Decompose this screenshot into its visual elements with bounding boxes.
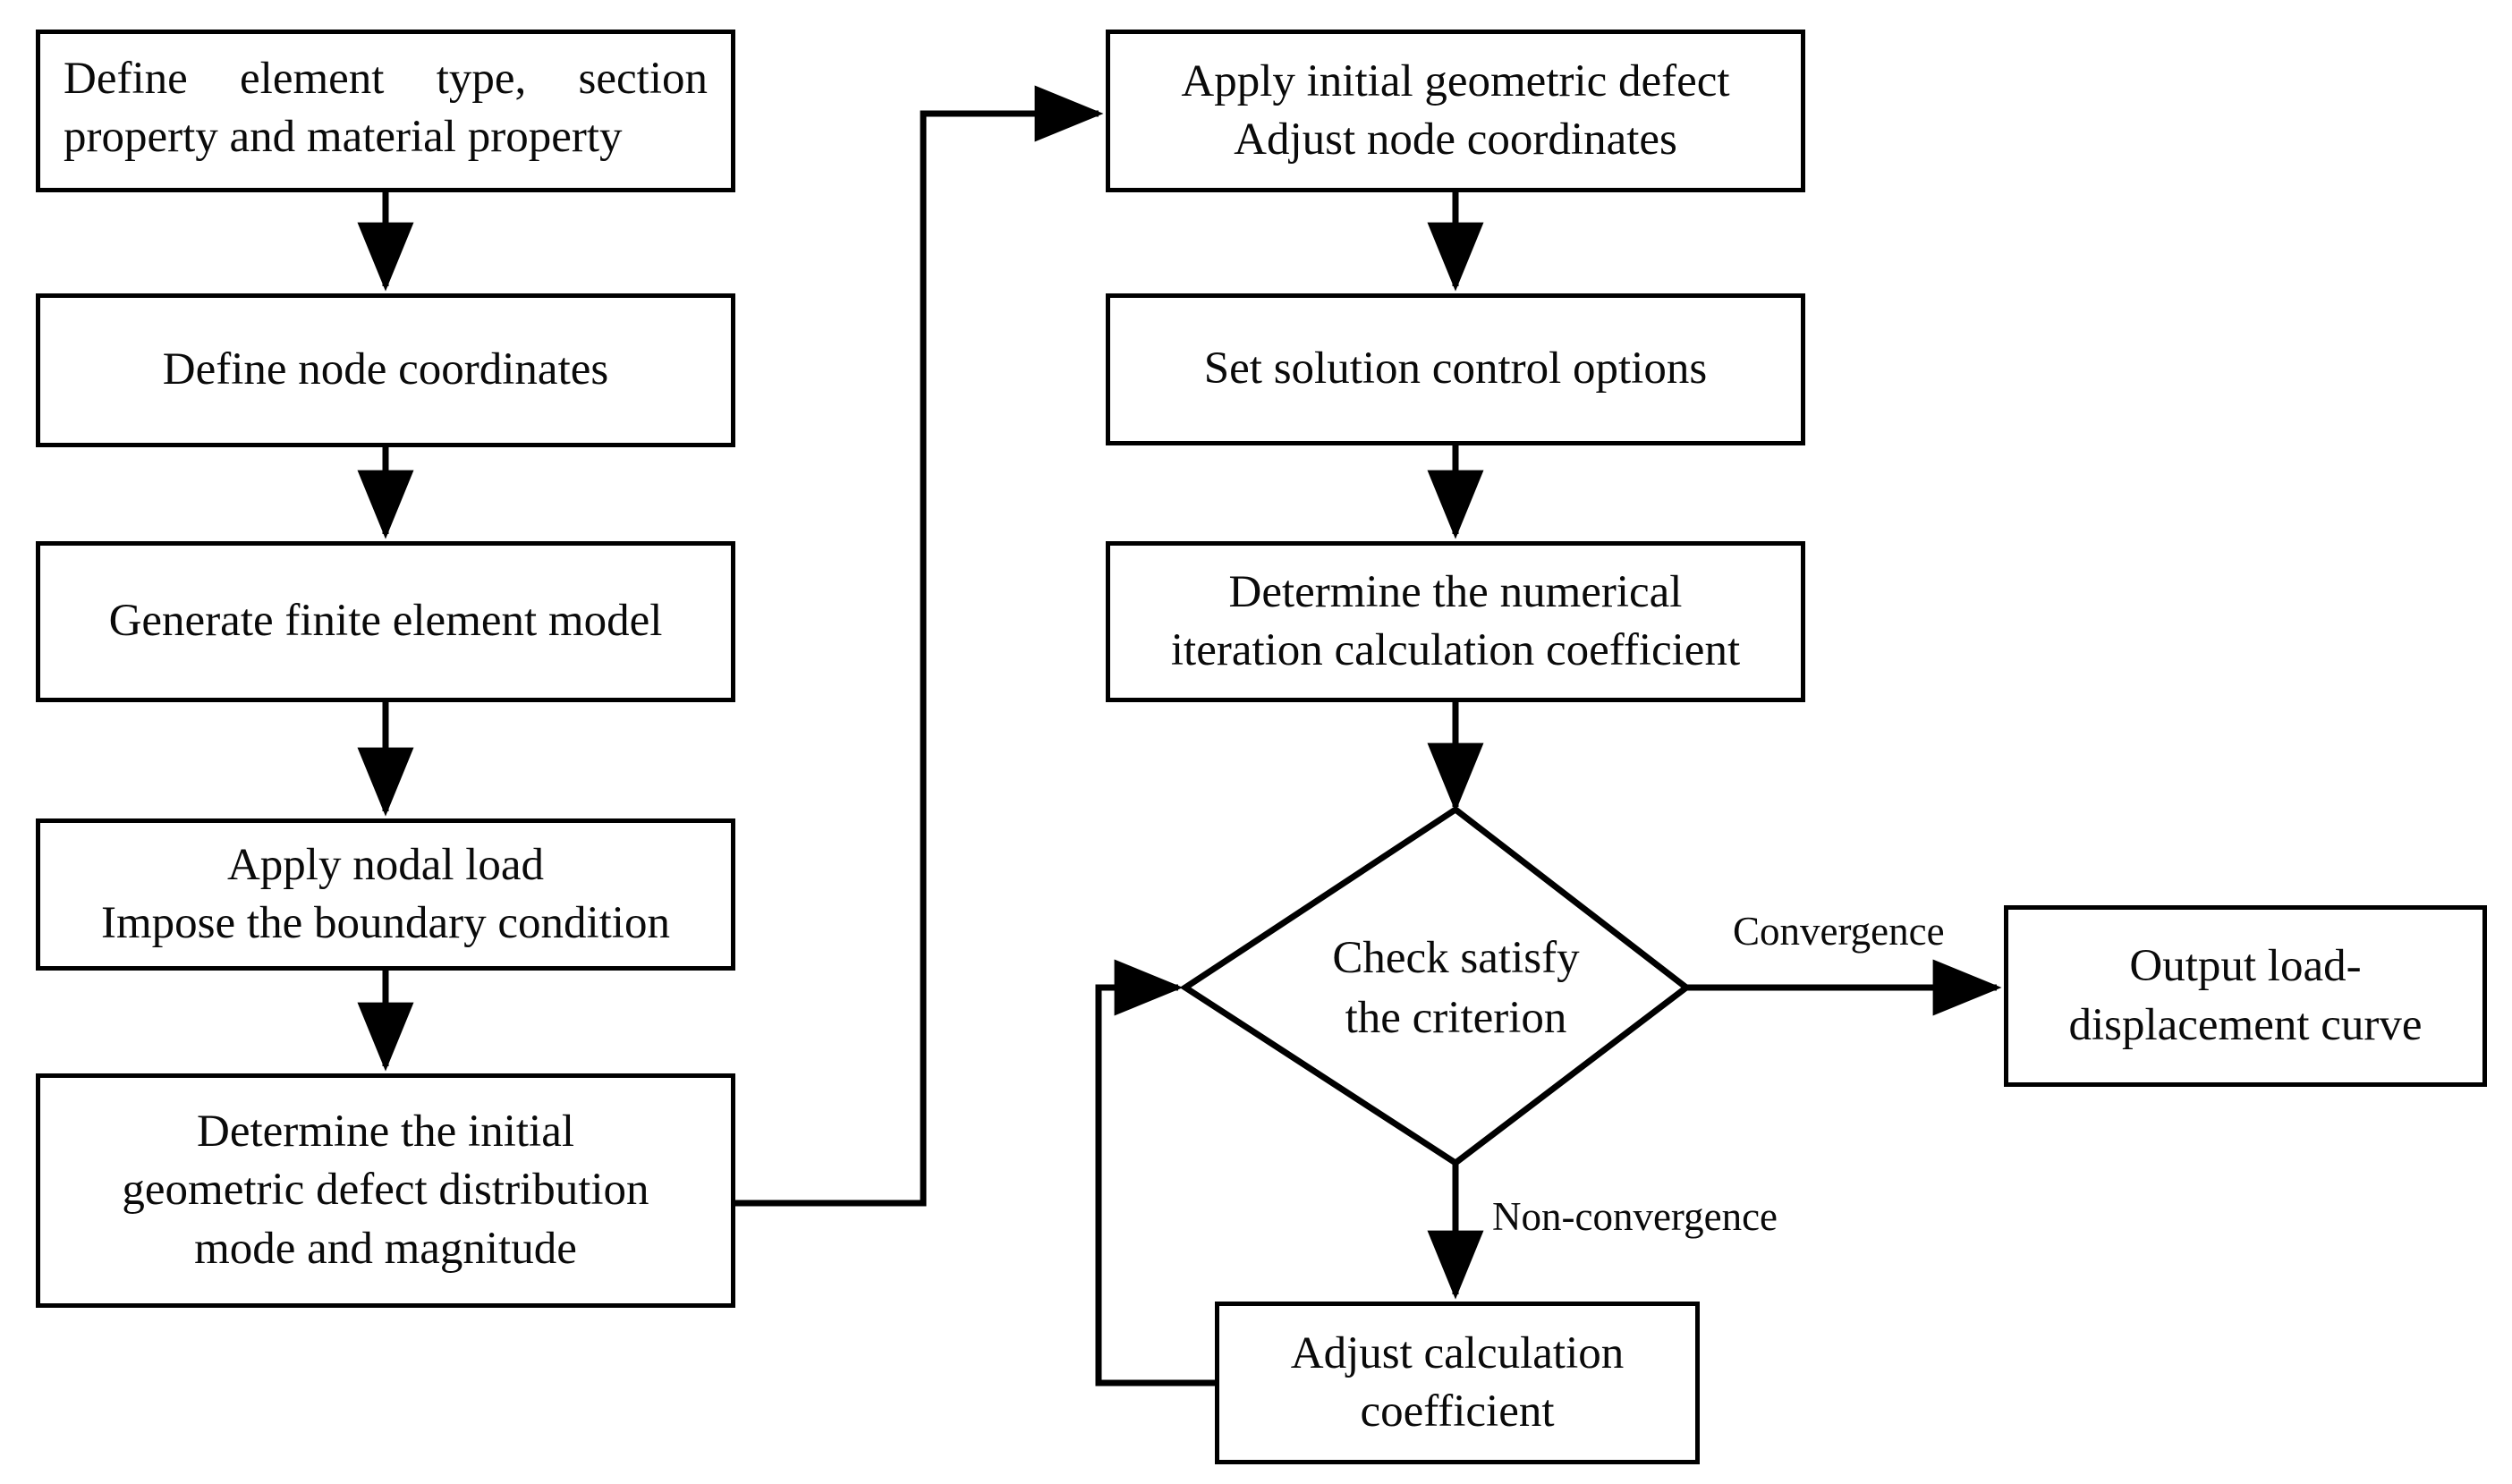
node-generate-fe-model[interactable]: Generate finite element model bbox=[36, 541, 735, 702]
connector-adjust-loopback-to-check bbox=[1095, 959, 1215, 1386]
node-determine-initial-defect-line2: geometric defect distribution bbox=[122, 1165, 649, 1216]
node-determine-numerical-coefficient-line2: iteration calculation coefficient bbox=[1170, 625, 1741, 675]
node-check-criterion-line1: Check satisfy bbox=[1332, 932, 1580, 983]
edge-label-non-convergence: Non-convergence bbox=[1492, 1194, 1778, 1239]
node-generate-fe-model-line1: Generate finite element model bbox=[108, 596, 663, 647]
node-define-node-coordinates-line1: Define node coordinates bbox=[162, 344, 609, 395]
node-apply-nodal-load-line1: Apply nodal load bbox=[226, 839, 545, 890]
node-adjust-calculation-coefficient-line1: Adjust calculation bbox=[1290, 1327, 1625, 1378]
edge-label-convergence: Convergence bbox=[1733, 909, 1945, 954]
node-determine-initial-defect-line1: Determine the initial bbox=[196, 1107, 575, 1158]
node-output-curve[interactable]: Output load- displacement curve bbox=[2004, 905, 2487, 1087]
node-set-solution-control[interactable]: Set solution control options bbox=[1106, 293, 1805, 445]
node-define-element-type-line2: property and material property bbox=[64, 112, 623, 163]
node-check-criterion-line2: the criterion bbox=[1345, 993, 1567, 1043]
node-check-criterion-label[interactable]: Check satisfy the criterion bbox=[1252, 912, 1659, 1064]
node-define-node-coordinates[interactable]: Define node coordinates bbox=[36, 293, 735, 447]
node-define-element-type[interactable]: Define element type, section property an… bbox=[36, 30, 735, 192]
node-apply-nodal-load-line2: Impose the boundary condition bbox=[101, 898, 670, 948]
node-output-curve-line1: Output load- bbox=[2129, 941, 2362, 992]
node-set-solution-control-line1: Set solution control options bbox=[1203, 343, 1708, 394]
node-output-curve-line2: displacement curve bbox=[2068, 999, 2423, 1050]
node-determine-numerical-coefficient[interactable]: Determine the numerical iteration calcul… bbox=[1106, 541, 1805, 702]
node-determine-numerical-coefficient-line1: Determine the numerical bbox=[1228, 566, 1683, 617]
node-apply-nodal-load[interactable]: Apply nodal load Impose the boundary con… bbox=[36, 818, 735, 971]
node-apply-initial-defect[interactable]: Apply initial geometric defect Adjust no… bbox=[1106, 30, 1805, 192]
node-determine-initial-defect[interactable]: Determine the initial geometric defect d… bbox=[36, 1073, 735, 1308]
node-adjust-calculation-coefficient[interactable]: Adjust calculation coefficient bbox=[1215, 1302, 1700, 1464]
node-apply-initial-defect-line2: Adjust node coordinates bbox=[1234, 114, 1677, 165]
node-adjust-calculation-coefficient-line2: coefficient bbox=[1360, 1386, 1555, 1437]
node-define-element-type-line1: Define element type, section bbox=[64, 54, 708, 104]
node-determine-initial-defect-line3: mode and magnitude bbox=[194, 1223, 577, 1274]
node-apply-initial-defect-line1: Apply initial geometric defect bbox=[1181, 55, 1730, 106]
connector-initial-defect-to-apply-defect bbox=[735, 85, 1104, 1207]
